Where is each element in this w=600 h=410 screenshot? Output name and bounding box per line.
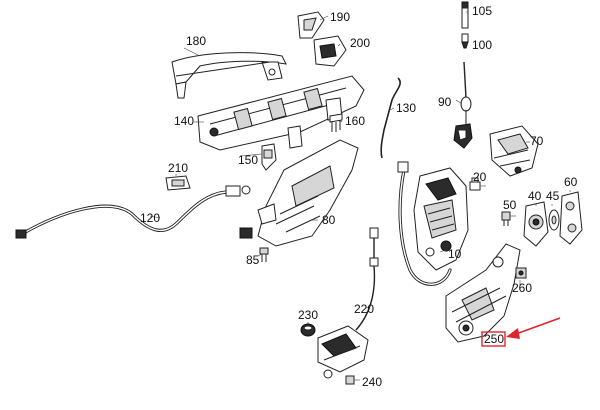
part-60-striker-plate	[559, 191, 583, 245]
label-180: 180	[186, 34, 206, 48]
part-210-clip	[165, 175, 191, 191]
label-200: 200	[350, 36, 370, 50]
part-80-inner-handle-housing	[239, 139, 359, 247]
part-250-carrier-plate	[445, 243, 521, 343]
label-210: 210	[168, 161, 188, 175]
part-105-pin	[461, 1, 469, 29]
part-100-button	[461, 33, 469, 49]
highlight-arrow	[506, 317, 561, 339]
label-220: 220	[354, 302, 374, 316]
label-260: 260	[512, 281, 532, 295]
label-60: 60	[564, 175, 578, 189]
label-90: 90	[438, 95, 452, 109]
label-190: 190	[330, 10, 350, 24]
part-85-screw	[259, 247, 269, 262]
label-150: 150	[238, 153, 258, 167]
part-220-cable	[355, 227, 379, 331]
highlight-box-250	[481, 331, 506, 347]
part-10-door-lock	[397, 161, 469, 286]
part-230-grommet	[300, 323, 316, 337]
part-50-screw	[501, 211, 511, 226]
label-230: 230	[298, 308, 318, 322]
callout-labels: 180 190 200 140 160 150 130 105 100 90 7…	[140, 4, 578, 389]
part-70-actuator	[489, 125, 539, 177]
label-100: 100	[472, 38, 492, 52]
part-180-outer-handle	[171, 52, 287, 99]
part-40-bracket	[523, 201, 549, 247]
label-140: 140	[174, 114, 194, 128]
label-40: 40	[528, 189, 542, 203]
label-105: 105	[472, 4, 492, 18]
label-85: 85	[246, 253, 260, 267]
label-250: 250	[484, 332, 504, 346]
label-160: 160	[345, 114, 365, 128]
label-10: 10	[448, 247, 462, 261]
part-130-rod	[380, 77, 401, 159]
part-190-handle-cap	[297, 11, 325, 39]
part-120-bowden-cable	[15, 185, 251, 239]
label-130: 130	[396, 101, 416, 115]
label-50: 50	[503, 198, 517, 212]
leader-lines	[149, 11, 571, 381]
part-150-connector	[261, 143, 277, 171]
part-260-screw	[515, 267, 527, 279]
part-140-handle-carrier	[197, 75, 365, 151]
label-45: 45	[546, 189, 560, 203]
label-20: 20	[473, 170, 487, 184]
part-200-lock-cylinder	[313, 35, 347, 67]
part-90-lock-rod	[453, 61, 473, 149]
label-120: 120	[140, 211, 160, 225]
label-70: 70	[530, 134, 544, 148]
part-160-screw	[329, 113, 343, 132]
label-240: 240	[362, 375, 382, 389]
label-80: 80	[322, 213, 336, 227]
part-45-washer	[548, 209, 560, 231]
part-240-lock-motor	[317, 325, 369, 385]
